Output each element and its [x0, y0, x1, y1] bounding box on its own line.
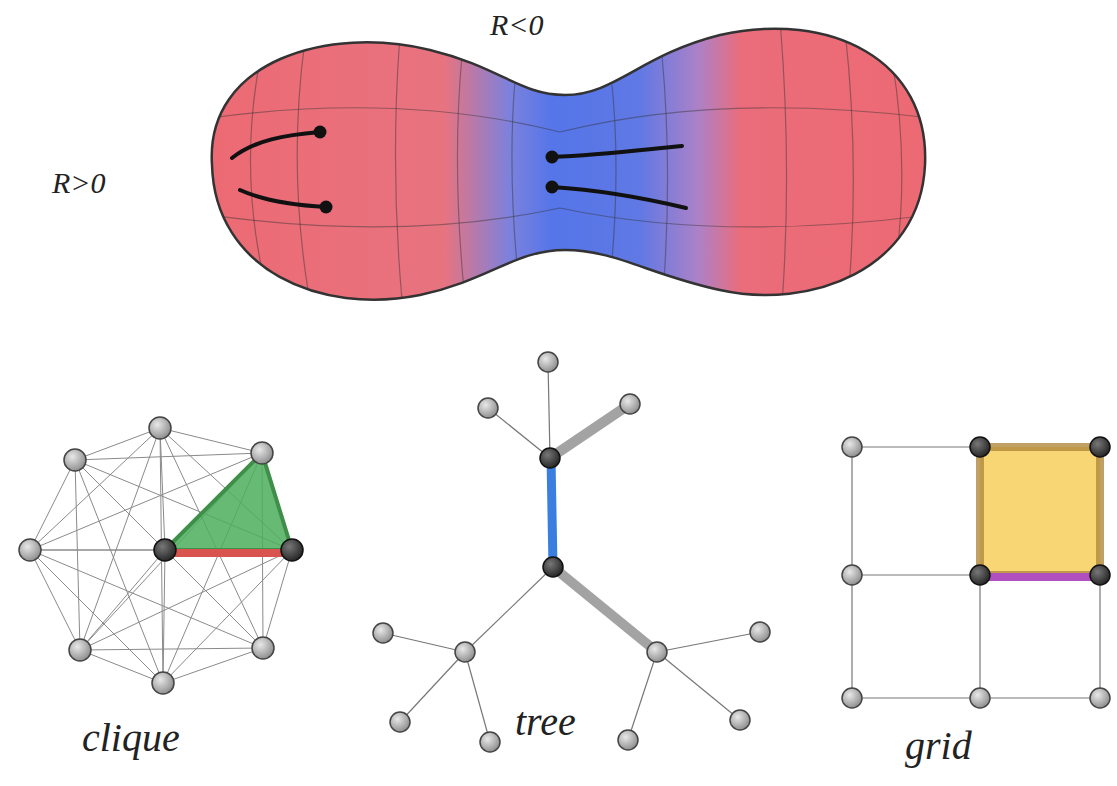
triangle-highlight: [165, 453, 292, 550]
grid-graph: [842, 437, 1110, 708]
grid-square-vertices: [970, 437, 1110, 585]
clique-edge-vertices: [154, 539, 303, 561]
graph-caption: tree: [515, 700, 576, 744]
tree-graph: [373, 352, 770, 752]
tree-vertices: [373, 352, 770, 752]
curvature-label: R<0: [490, 8, 544, 41]
clique-graph: [19, 417, 303, 694]
edge-highlight: [165, 549, 292, 557]
clique-vertices: [19, 417, 274, 694]
tree-blue-edge: [551, 458, 553, 567]
geodesics: [232, 132, 686, 208]
surface-outline: [212, 29, 925, 300]
tree-edges: [383, 362, 760, 742]
clique-edges: [30, 428, 292, 683]
edge-highlight: [980, 573, 1100, 581]
geodesic-dots: [314, 126, 559, 214]
graph-caption: clique: [82, 716, 180, 760]
tree-highlight-edges: [550, 404, 657, 652]
dumbbell-surface: [210, 20, 930, 305]
tree-edge-vertices: [540, 448, 563, 577]
graph-caption: grid: [905, 724, 972, 768]
square-highlight: [980, 447, 1100, 575]
grid-vertices: [842, 437, 1110, 708]
surface-body: [212, 29, 925, 300]
surface-mesh: [210, 20, 930, 305]
grid-edges: [852, 447, 1100, 698]
curvature-label: R>0: [52, 166, 106, 199]
